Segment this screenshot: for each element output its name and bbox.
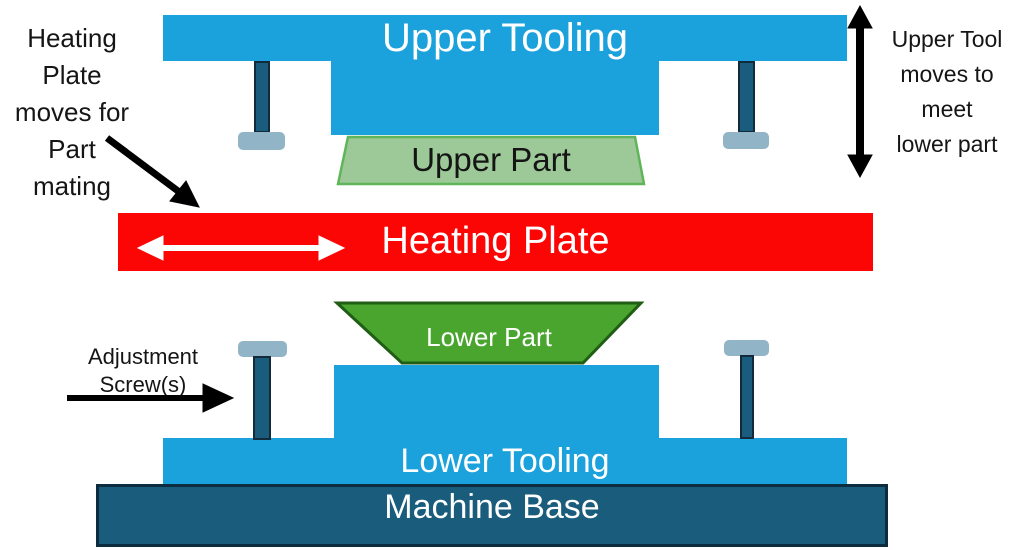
note-line: moves to [900, 61, 994, 87]
note-line: mating [32, 171, 112, 201]
upper-left-screw-cap [238, 132, 285, 150]
note-line: lower part [896, 131, 998, 157]
note-line: moves for [14, 97, 130, 127]
lower-part-label: Lower Part [426, 321, 552, 352]
heating-plate-bar [118, 213, 873, 271]
note-line: Screw(s) [99, 372, 187, 397]
upper-tooling-bar [163, 15, 847, 61]
lower-tooling-label: Lower Tooling [400, 441, 610, 480]
lower-tooling-bar [163, 438, 847, 485]
note-line: Heating [27, 23, 117, 53]
note-line: Part [48, 134, 96, 164]
note-line: Upper Tool [891, 26, 1003, 52]
note-line: Plate [42, 60, 102, 90]
lower-tooling-center-block [334, 365, 659, 438]
adjustment-screws-note: Adjustment Screw(s) [72, 343, 214, 399]
upper-part-label: Upper Part [411, 141, 571, 178]
lower-right-screw-cap [724, 340, 769, 356]
note-line: meet [921, 96, 973, 122]
lower-right-screw-stem [740, 355, 754, 439]
upper-tool-motion-arrow [847, 4, 873, 179]
note-line: Adjustment [87, 344, 199, 369]
heating-plate-motion-note: Heating Plate moves for Part mating [2, 20, 142, 205]
lower-left-screw-stem [253, 356, 271, 440]
upper-right-screw-stem [738, 61, 755, 133]
machine-base-bar [96, 484, 888, 547]
lower-left-screw-cap [238, 341, 287, 357]
heating-plate-label: Heating Plate [381, 219, 610, 262]
upper-tooling-label: Upper Tooling [381, 15, 629, 60]
machine-base-label: Machine Base [384, 487, 600, 526]
upper-left-screw-stem [254, 61, 270, 133]
upper-right-screw-cap [723, 132, 769, 149]
upper-tool-motion-note: Upper Tool moves to meet lower part [870, 22, 1024, 162]
upper-tooling-center-block [331, 61, 659, 135]
